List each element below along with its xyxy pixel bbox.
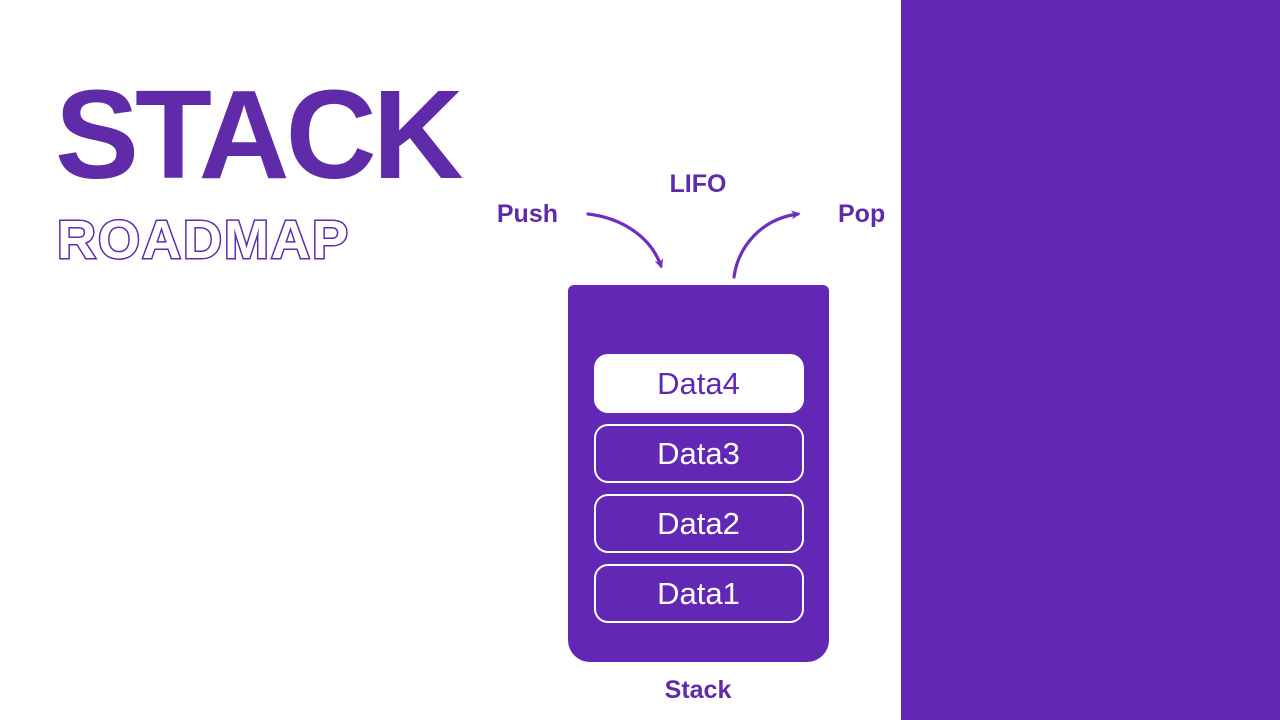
page-subtitle: ROADMAP (56, 210, 350, 270)
stack-item-data2: Data2 (593, 494, 804, 553)
right-accent-band (901, 0, 1280, 720)
page-title: STACK (55, 64, 464, 205)
pop-arrow (732, 210, 801, 279)
pop-label: Pop (838, 200, 886, 228)
stack-container: Data4 Data3 Data2 Data1 (568, 285, 829, 662)
stack-item-data3: Data3 (593, 424, 804, 483)
push-label: Push (496, 200, 558, 228)
stack-item-data1: Data1 (593, 564, 804, 623)
stack-caption: Stack (664, 676, 732, 704)
stack-item-data4: Data4 (593, 354, 804, 413)
push-arrow (586, 212, 664, 269)
lifo-label: LIFO (669, 170, 727, 198)
